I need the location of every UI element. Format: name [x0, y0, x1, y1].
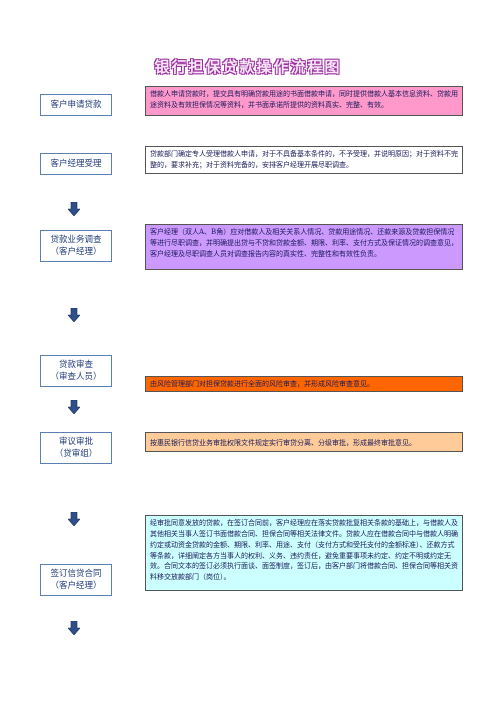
step-apply-loan: 客户申请贷款 — [40, 94, 112, 116]
step-accept: 客户经理受理 — [40, 153, 112, 175]
desc-accept: 贷款部门确定专人受理借款人申请，对于不具备基本条件的，不予受理，并说明原因；对于… — [145, 146, 463, 174]
step-label: 贷款业务调查 — [50, 234, 102, 245]
step-contract: 签订信贷合同 （客户经理） — [40, 564, 112, 596]
desc-investigation: 客户经理（双人A、B角）应对借款人及相关关系人情况、贷款用途情况、还款来源及贷款… — [145, 224, 463, 270]
desc-apply-loan: 借款人申请贷款时，提交具有明确贷款用途的书面借款申请，同时提供借款人基本信息资料… — [145, 86, 463, 116]
step-role: （客户经理） — [50, 247, 102, 257]
desc-text: 贷款部门确定专人受理借款人申请，对于不具备基本条件的，不予受理，并说明原因；对于… — [150, 150, 458, 169]
step-label: 客户申请贷款 — [50, 99, 102, 110]
desc-review: 由风险管理部门对担保贷款进行全面的风险审查，并形成风险审查意见。 — [145, 376, 463, 392]
desc-text: 由风险管理部门对担保贷款进行全面的风险审查，并形成风险审查意见。 — [150, 380, 374, 388]
step-role: （审查人员） — [50, 372, 102, 382]
step-review: 贷款审查 （审查人员） — [40, 355, 112, 387]
desc-text: 客户经理（双人A、B角）应对借款人及相关关系人情况、贷款用途情况、还款来源及贷款… — [150, 228, 458, 258]
desc-text: 借款人申请贷款时，提交具有明确贷款用途的书面借款申请，同时提供借款人基本信息资料… — [150, 90, 458, 109]
step-investigation: 贷款业务调查 （客户经理） — [40, 230, 112, 262]
desc-contract: 经审批同意发放的贷款，在签订合同前，客户经理应在落实贷款批复相关条款的基础上，与… — [145, 515, 463, 591]
step-label: 签订信贷合同 — [50, 568, 102, 579]
step-approval: 审议审批 （贷审组） — [40, 432, 112, 464]
arrow-down-icon — [68, 308, 80, 322]
arrow-down-icon — [68, 621, 80, 635]
desc-text: 按惠民银行信贷业务审批权限文件规定实行审贷分离、分级审批，形成最终审批意见。 — [150, 439, 416, 447]
desc-text: 经审批同意发放的贷款，在签订合同前，客户经理应在落实贷款批复相关条款的基础上，与… — [150, 519, 458, 582]
arrow-down-icon — [68, 400, 80, 414]
arrow-down-icon — [68, 202, 80, 216]
arrow-down-icon — [68, 512, 80, 526]
page-title: 银行担保贷款操作流程图 — [154, 58, 342, 76]
desc-approval: 按惠民银行信贷业务审批权限文件规定实行审贷分离、分级审批，形成最终审批意见。 — [145, 432, 463, 452]
step-role: （客户经理） — [50, 581, 102, 591]
step-label: 客户经理受理 — [50, 158, 102, 169]
step-role: （贷审组） — [54, 449, 98, 459]
step-label: 贷款审查 — [58, 359, 93, 370]
step-label: 审议审批 — [58, 436, 93, 447]
